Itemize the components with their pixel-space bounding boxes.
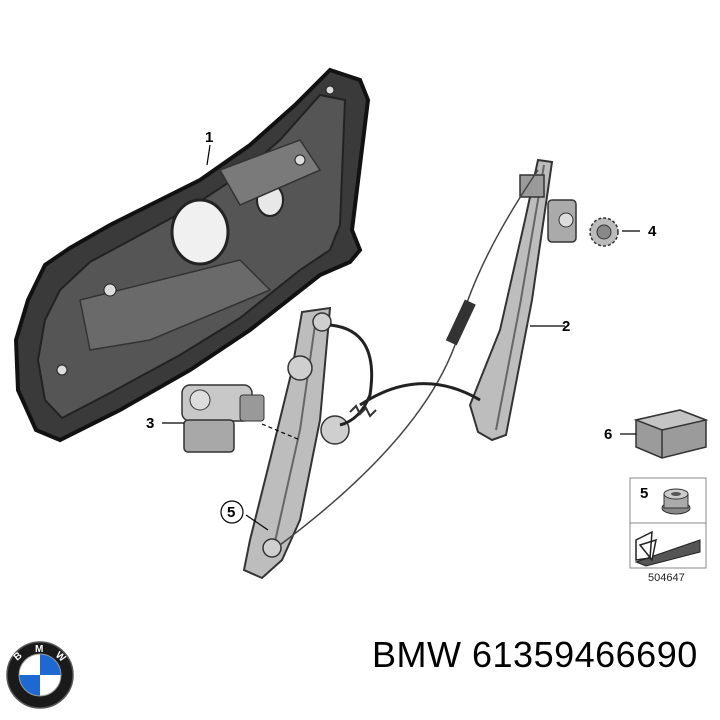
grease-pad [633,409,709,459]
callout-3: 3 [146,415,154,432]
drive-gear [547,199,619,247]
callout-5-circle: 5 [220,500,244,524]
callout-2: 2 [562,318,570,335]
part-number: 61359466690 [472,634,698,675]
part-number-caption: BMW 61359466690 [372,634,698,676]
brand-logo: B M W [6,641,74,709]
detail-callout-5: 5 [640,485,648,502]
callout-4: 4 [648,223,657,240]
leader-lines [162,144,640,531]
brand-name: BMW [372,634,462,675]
window-regulator [242,158,554,580]
reference-arrow-icon [634,530,701,567]
diagram-reference-number: 504647 [648,572,685,584]
door-carrier-panel [13,67,371,443]
callout-1: 1 [205,129,213,146]
callout-5: 5 [227,504,235,521]
fastener-detail-box: 5 [629,477,707,569]
window-motor [181,384,265,453]
logo-letter-m: M [35,644,43,655]
nut-icon [661,488,691,515]
callout-6: 6 [604,426,612,443]
